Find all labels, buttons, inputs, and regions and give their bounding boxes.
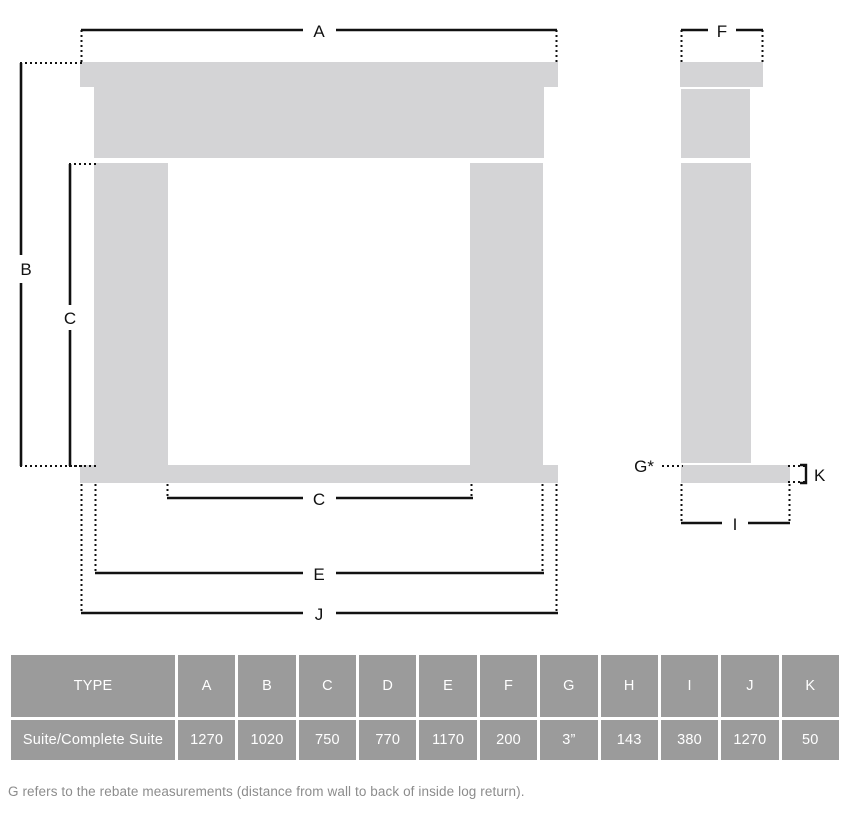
table-cell-h: 143	[600, 720, 658, 760]
dimension-k: K	[788, 463, 826, 485]
dimension-c-vertical-label: C	[64, 309, 76, 328]
table-header-cell-b: B	[238, 655, 296, 717]
table-header-cell-f: F	[479, 655, 538, 717]
table-cell-k: 50	[781, 720, 839, 760]
side-header-beam	[681, 89, 750, 158]
left-leg	[94, 163, 168, 465]
table-header-cell-type: TYPE	[11, 655, 175, 717]
table-header-cell-h: H	[600, 655, 658, 717]
table-row: Suite/Complete Suite 1270 1020 750 770 1…	[11, 720, 839, 760]
table-header-cell-c: C	[298, 655, 357, 717]
table-cell-d: 770	[359, 720, 417, 760]
dimension-c-horizontal: C	[166, 484, 473, 509]
dimension-a: A	[80, 22, 558, 62]
dimension-f-label: F	[717, 22, 727, 41]
table-cell-a: 1270	[178, 720, 236, 760]
dimension-j-label: J	[315, 605, 324, 624]
header-beam	[94, 87, 544, 158]
table-cell-b: 1020	[238, 720, 296, 760]
table-cell-e: 1170	[419, 720, 477, 760]
table-header-row: TYPE A B C D E F G H I J K	[11, 655, 839, 717]
table-header-cell-j: J	[721, 655, 779, 717]
mantel-shelf	[80, 62, 558, 87]
dimension-i-label: I	[733, 515, 738, 534]
hearth-base	[80, 465, 558, 483]
table-header-cell-a: A	[178, 655, 236, 717]
table-cell-f: 200	[479, 720, 538, 760]
dimension-i: I	[680, 484, 791, 534]
dimension-k-bracket	[800, 463, 808, 485]
side-view-geometry	[680, 62, 790, 483]
table-cell-type: Suite/Complete Suite	[11, 720, 175, 760]
specification-table: TYPE A B C D E F G H I J K Suite/Complet…	[8, 652, 842, 763]
table-header-cell-k: K	[781, 655, 839, 717]
table-cell-i: 380	[660, 720, 719, 760]
dimension-e-label: E	[313, 565, 324, 584]
table-header-cell-e: E	[419, 655, 477, 717]
front-view-geometry	[80, 62, 558, 483]
table-header-cell-i: I	[660, 655, 719, 717]
table-header-cell-d: D	[359, 655, 417, 717]
right-leg	[470, 163, 543, 465]
side-hearth-base	[681, 465, 790, 483]
dimension-g: G*	[634, 457, 683, 476]
dimension-f: F	[680, 22, 764, 62]
dimension-a-label: A	[313, 22, 325, 41]
table-caption: G refers to the rebate measurements (dis…	[8, 784, 525, 799]
side-leg	[681, 163, 751, 463]
dimension-e: E	[94, 484, 544, 584]
dimension-b-label: B	[20, 260, 31, 279]
dimension-g-label: G*	[634, 457, 654, 476]
dimension-k-label: K	[814, 466, 826, 485]
table-cell-j: 1270	[721, 720, 779, 760]
dimension-c-horizontal-label: C	[313, 490, 325, 509]
dimension-c-vertical: C	[64, 163, 97, 467]
table-cell-c: 750	[298, 720, 357, 760]
dimension-b: B	[19, 62, 83, 467]
fireplace-dimension-drawing: A B C C	[19, 22, 826, 624]
table-cell-g: 3”	[540, 720, 598, 760]
table-header-cell-g: G	[540, 655, 598, 717]
dimension-j: J	[80, 484, 558, 624]
side-mantel-shelf	[680, 62, 763, 87]
